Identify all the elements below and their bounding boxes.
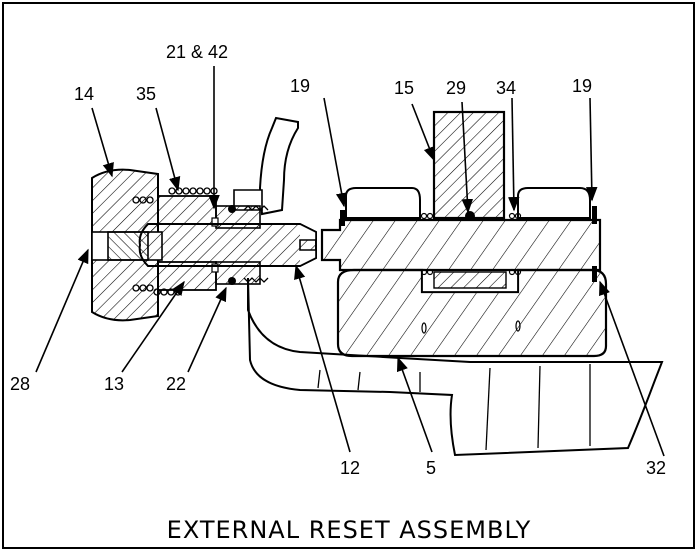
callout-13: 13 <box>104 374 124 394</box>
callout-12: 12 <box>340 458 360 478</box>
callout-34: 34 <box>496 78 516 98</box>
drawing-title: EXTERNAL RESET ASSEMBLY <box>167 516 532 544</box>
callout-22: 22 <box>166 374 186 394</box>
callout-32: 32 <box>646 458 666 478</box>
lever-handle <box>233 116 299 216</box>
callout-29: 29 <box>446 78 466 98</box>
callout-19-left: 19 <box>290 76 310 96</box>
lever-body <box>247 277 664 457</box>
callout-28: 28 <box>10 374 30 394</box>
callout-19-right: 19 <box>572 76 592 96</box>
housing-part-5 <box>336 268 608 358</box>
upper-blocks <box>345 187 591 219</box>
callout-14: 14 <box>74 84 94 104</box>
block-part-15 <box>432 110 506 220</box>
bushing <box>211 205 269 285</box>
shaft-part-12 <box>320 206 602 282</box>
callout-5: 5 <box>426 458 436 478</box>
callout-15: 15 <box>394 78 414 98</box>
callout-21-42: 21 & 42 <box>166 42 228 62</box>
callout-35: 35 <box>136 84 156 104</box>
leader-lines <box>35 66 665 457</box>
shaft-part-13 <box>138 223 317 267</box>
